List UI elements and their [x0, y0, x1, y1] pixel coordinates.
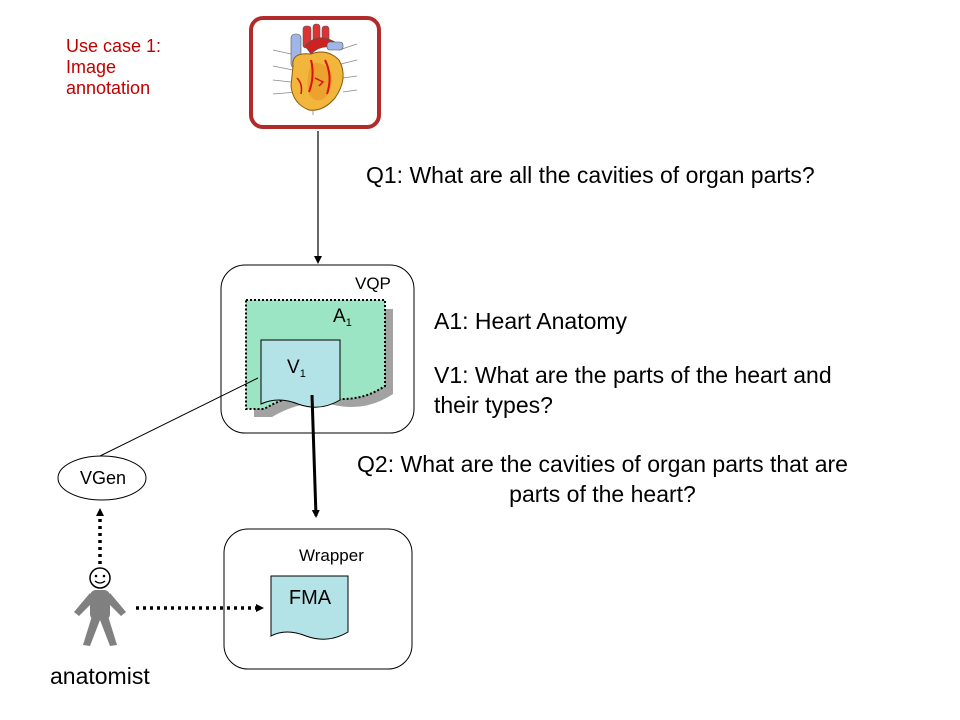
- anatomist-label: anatomist: [50, 663, 150, 689]
- question-1-text: Q1: What are all the cavities of organ p…: [366, 162, 815, 188]
- vqp-to-wrapper-arrow: [310, 394, 320, 518]
- a1-view-label: A1: [333, 306, 352, 329]
- use-case-label: Use case 1: Image annotation: [66, 36, 226, 99]
- answer-a1-text: A1: Heart Anatomy: [434, 308, 628, 334]
- v1-document-shape: [260, 339, 341, 408]
- fma-document-shape: [270, 575, 349, 640]
- a1-label-main: A: [333, 306, 346, 327]
- v1-label-main: V: [287, 357, 300, 378]
- vqp-label: VQP: [355, 274, 391, 293]
- fma-label: FMA: [288, 587, 332, 609]
- vgen-ellipse: [57, 455, 147, 501]
- vgen-to-v1-line: [99, 377, 259, 457]
- v1-document-label: V1: [287, 357, 306, 380]
- a1-label-subscript: 1: [345, 317, 352, 329]
- stick-figure-icon: [74, 567, 126, 646]
- heart-image-frame: [249, 16, 381, 129]
- use-case-line-3: annotation: [66, 78, 151, 98]
- answer-v1-text: V1: What are the parts of the heart and …: [434, 362, 832, 418]
- question-2-text: Q2: What are the cavities of organ parts…: [357, 451, 848, 507]
- v1-label-subscript: 1: [299, 368, 306, 380]
- wrapper-label: Wrapper: [299, 546, 364, 565]
- heart-anatomy-icon: [272, 23, 358, 115]
- use-case-line-2: Image: [66, 57, 117, 77]
- use-case-line-1: Use case 1:: [66, 36, 162, 56]
- vgen-label: VGen: [79, 468, 127, 488]
